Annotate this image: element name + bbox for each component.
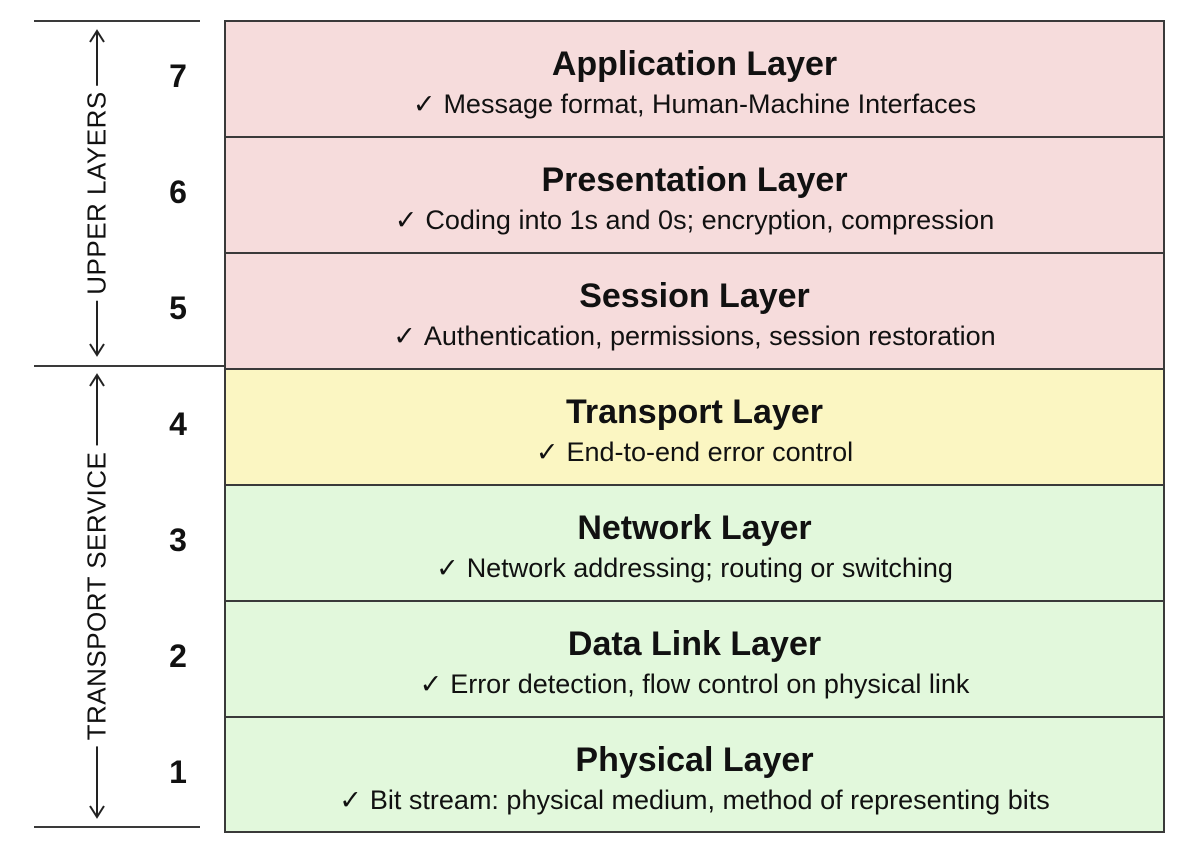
osi-layer-stack: Application Layer ✓Message format, Human… — [224, 20, 1165, 833]
transport-service-group: TRANSPORT SERVICE — [72, 372, 122, 820]
check-icon: ✓ — [436, 553, 459, 583]
layer-number-2: 2 — [169, 638, 187, 674]
layer-number-1: 1 — [169, 754, 187, 790]
layer-title: Data Link Layer — [567, 625, 822, 663]
layer-description: ✓Coding into 1s and 0s; encryption, comp… — [226, 203, 1163, 237]
transport-service-label: TRANSPORT SERVICE — [81, 445, 113, 747]
check-icon: ✓ — [339, 785, 362, 815]
check-icon: ✓ — [393, 321, 416, 351]
application-layer-box: Application Layer ✓Message format, Human… — [224, 20, 1165, 136]
check-icon: ✓ — [535, 437, 559, 467]
layer-title: Session Layer — [579, 277, 810, 315]
physical-layer-box: Physical Layer ✓Bit stream: physical med… — [224, 716, 1165, 833]
layer-description-text: End-to-end error control — [566, 437, 854, 467]
check-icon: ✓ — [412, 89, 436, 119]
layer-description: ✓Bit stream: physical medium, method of … — [226, 783, 1163, 817]
layer-description-text: Network addressing; routing or switching — [466, 553, 953, 583]
layer-title: Application Layer — [551, 45, 838, 83]
layer-number-5: 5 — [169, 290, 187, 326]
network-layer-box: Network Layer ✓Network addressing; routi… — [224, 484, 1165, 600]
layer-description: ✓End-to-end error control — [226, 435, 1163, 469]
upper-layers-label: UPPER LAYERS — [81, 85, 113, 301]
upper-layers-group: UPPER LAYERS — [72, 28, 122, 358]
presentation-layer-box: Presentation Layer ✓Coding into 1s and 0… — [224, 136, 1165, 252]
layer-description-text: Message format, Human-Machine Interfaces — [443, 89, 977, 119]
layer-description: ✓Message format, Human-Machine Interface… — [226, 87, 1163, 121]
layer-description: ✓Network addressing; routing or switchin… — [226, 551, 1163, 585]
layer-description: ✓Authentication, permissions, session re… — [226, 319, 1163, 353]
check-icon: ✓ — [394, 205, 418, 235]
transport-layer-box: Transport Layer ✓End-to-end error contro… — [224, 368, 1165, 484]
layer-number-3: 3 — [169, 522, 187, 558]
layer-title: Presentation Layer — [541, 161, 848, 199]
layer-number-4: 4 — [169, 406, 187, 442]
check-icon: ✓ — [419, 669, 443, 699]
layer-description-text: Coding into 1s and 0s; encryption, compr… — [425, 205, 995, 235]
session-layer-box: Session Layer ✓Authentication, permissio… — [224, 252, 1165, 368]
group-divider — [34, 365, 224, 367]
layer-description-text: Error detection, flow control on physica… — [450, 669, 970, 699]
layer-title: Transport Layer — [566, 393, 823, 431]
data-link-layer-box: Data Link Layer ✓Error detection, flow c… — [224, 600, 1165, 716]
layer-title: Physical Layer — [575, 741, 814, 779]
layer-description-text: Authentication, permissions, session res… — [423, 321, 996, 351]
layer-number-7: 7 — [169, 58, 187, 94]
layer-description-text: Bit stream: physical medium, method of r… — [369, 785, 1050, 815]
bottom-divider — [34, 826, 200, 828]
top-divider — [34, 20, 200, 22]
layer-number-6: 6 — [169, 174, 187, 210]
layer-description: ✓Error detection, flow control on physic… — [226, 667, 1163, 701]
layer-title: Network Layer — [577, 509, 812, 547]
